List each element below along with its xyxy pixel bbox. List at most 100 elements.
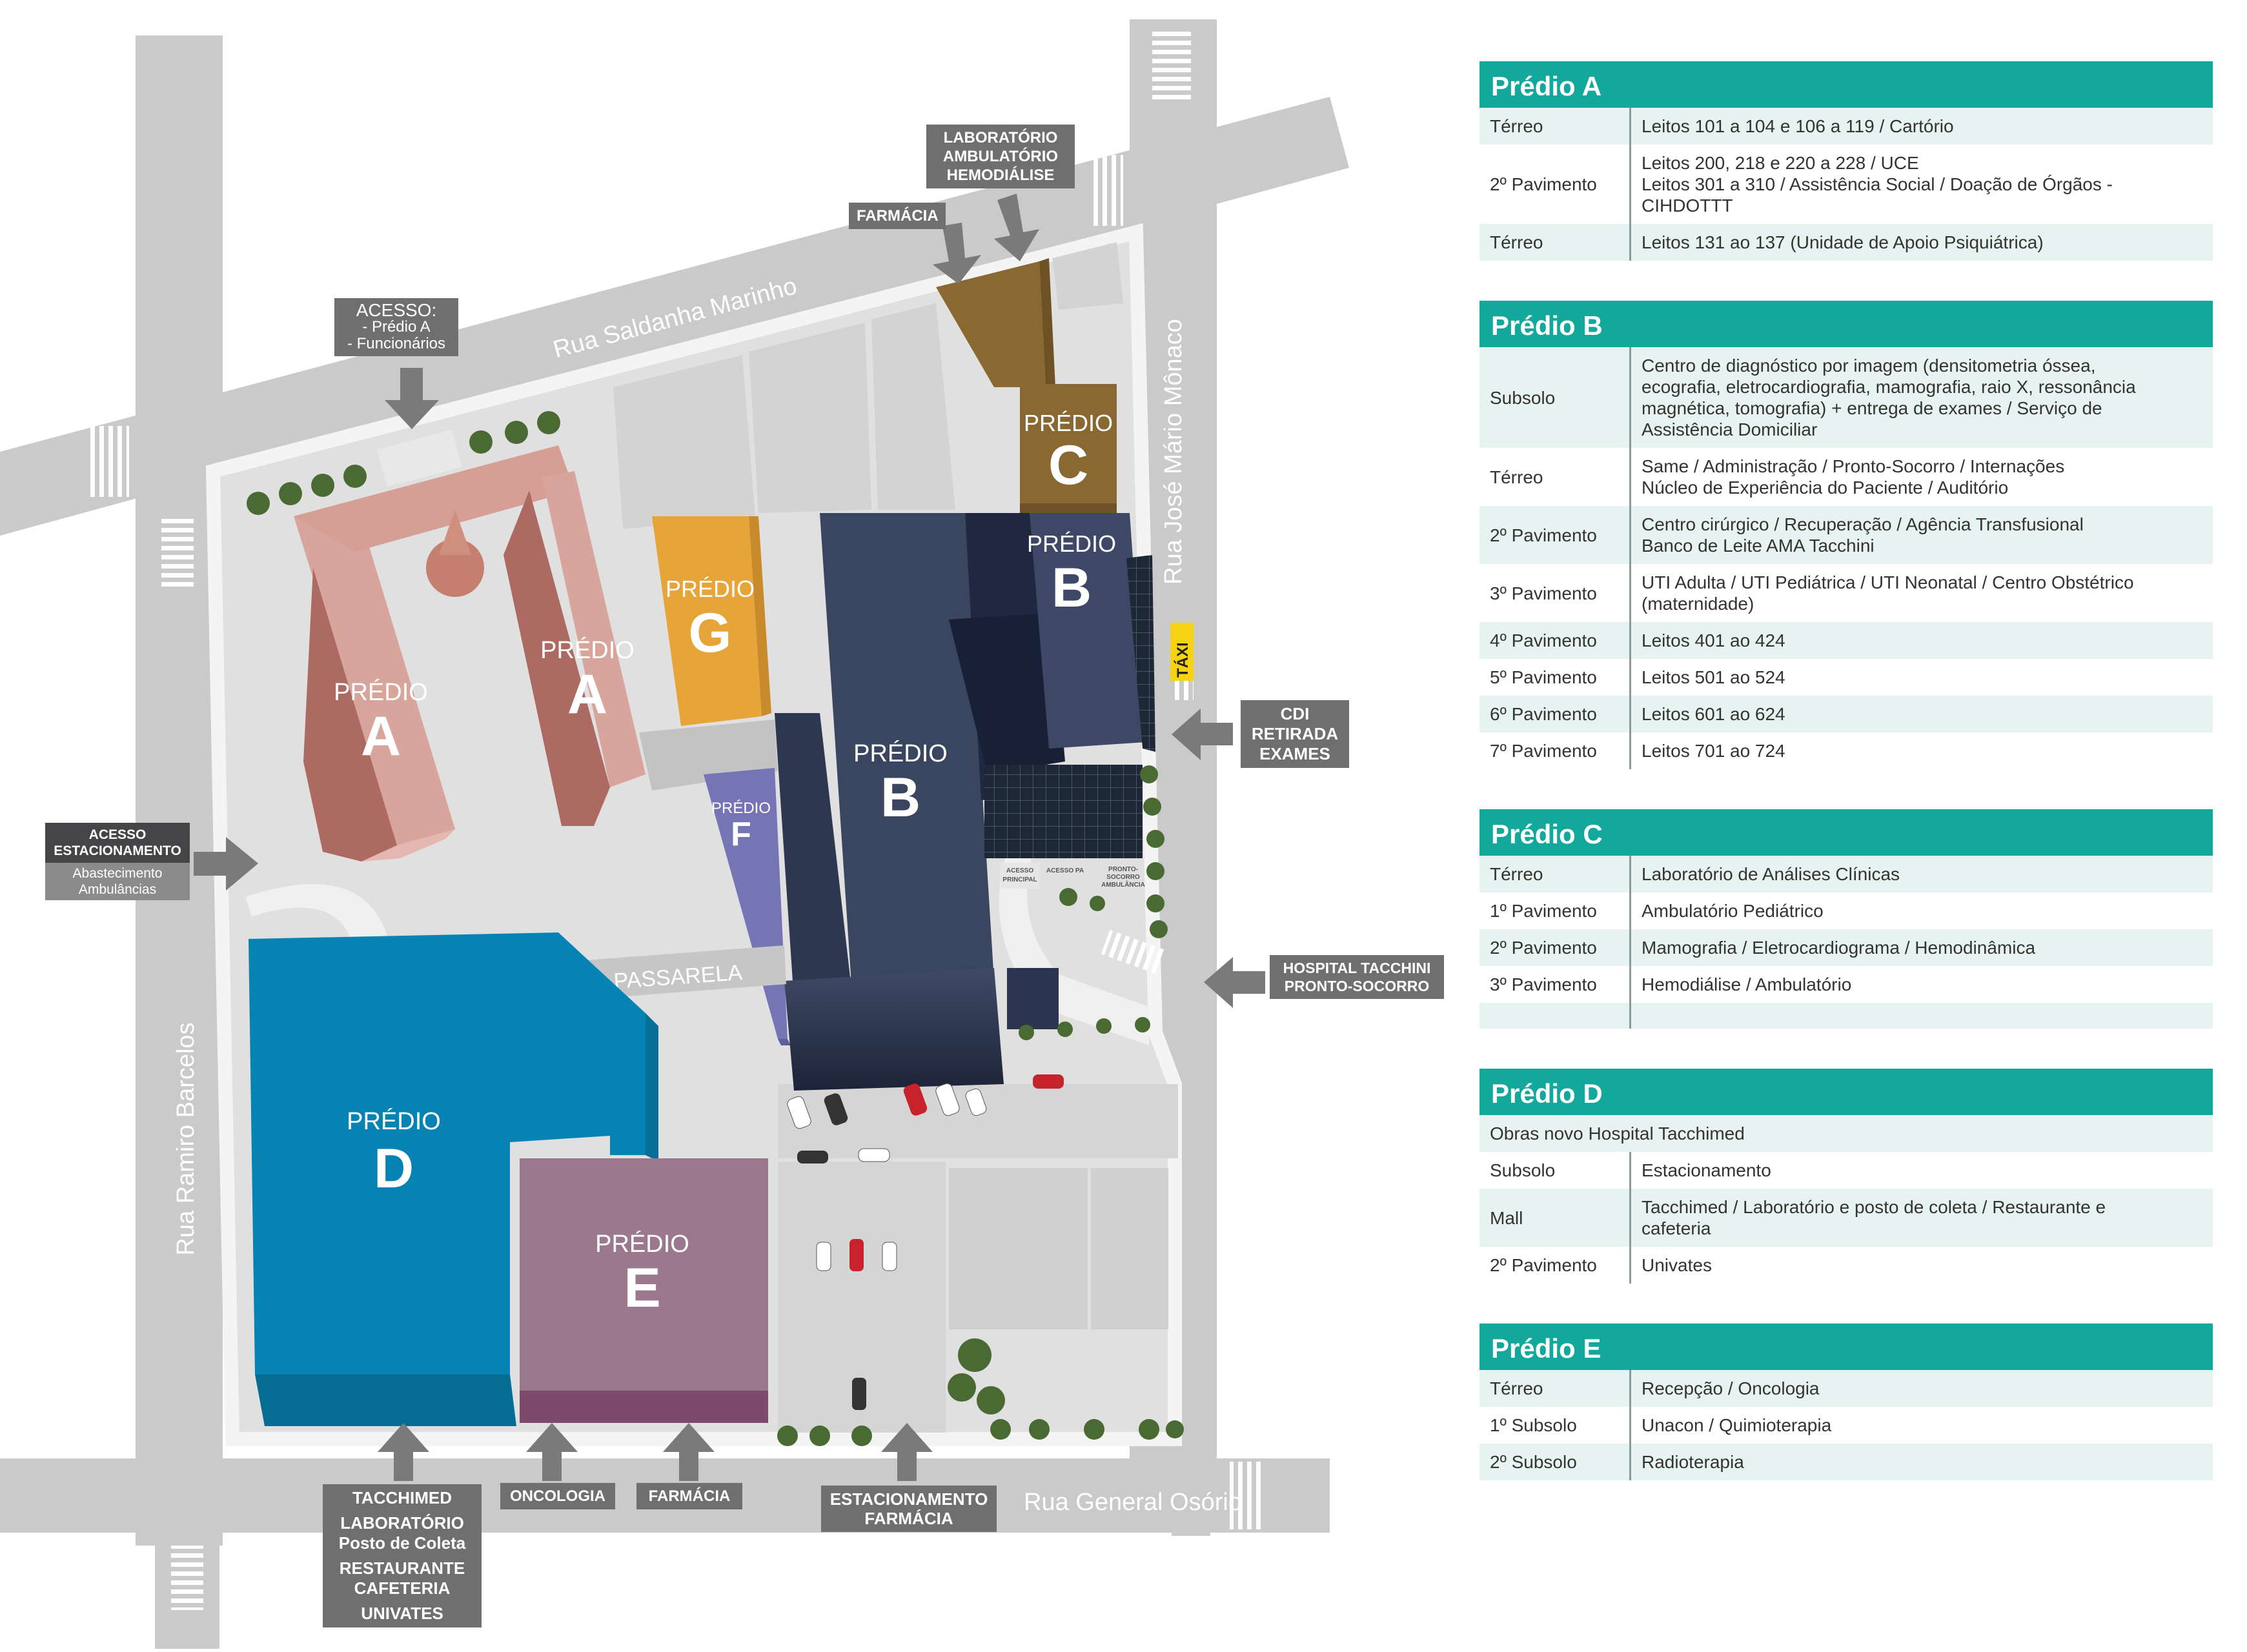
panel-title: Prédio D <box>1479 1069 2213 1115</box>
sign-text: TACCHIMED <box>352 1488 452 1507</box>
cars <box>787 1074 1064 1410</box>
panel-title: Prédio B <box>1479 301 2213 347</box>
ps-amb-1: PRONTO- <box>1108 866 1138 873</box>
floor-description: Tacchimed / Laboratório e posto de colet… <box>1630 1189 2213 1247</box>
sign-text: EXAMES <box>1259 744 1330 763</box>
tree <box>279 482 302 505</box>
car <box>849 1239 864 1271</box>
arrow-left-icon <box>1172 709 1233 760</box>
taxi-checker <box>1170 681 1194 700</box>
sign-text: ACESSO <box>88 827 147 842</box>
tree <box>1143 798 1161 816</box>
description-line: Banco de Leite AMA Tacchini <box>1642 536 1875 556</box>
table-row: Obras novo Hospital Tacchimed <box>1479 1115 2213 1152</box>
predio-b-small-label: PRÉDIO <box>1027 530 1116 557</box>
tree <box>977 1386 1005 1415</box>
description-line: Leitos 101 a 104 e 106 a 119 / Cartório <box>1642 116 1954 136</box>
sign-line: - Prédio A <box>362 318 431 336</box>
predio-a-letter: A <box>361 705 401 767</box>
predio-a-left-wing-side <box>303 568 397 861</box>
sign-text: Posto de Coleta <box>338 1533 466 1553</box>
trees <box>247 411 1184 1446</box>
predio-d-side <box>646 1013 658 1162</box>
predio-a-right-wing-roof <box>542 471 646 787</box>
description-line: Núcleo de Experiência do Paciente / Audi… <box>1642 478 2009 498</box>
floor-name: Térreo <box>1479 856 1631 892</box>
arrow-down-icon <box>933 223 981 284</box>
predio-f-lower <box>778 1039 791 1045</box>
arrow-down-icon <box>994 194 1039 261</box>
floor-description: Radioterapia <box>1630 1444 2213 1480</box>
floor-description: Centro cirúrgico / Recuperação / Agência… <box>1630 506 2213 564</box>
arrow-right-icon <box>194 837 258 891</box>
tree <box>1150 920 1168 938</box>
pedestrian-crossing <box>1101 929 1165 974</box>
tree <box>1139 1419 1159 1440</box>
car <box>787 1096 811 1129</box>
sign-text: CAFETERIA <box>354 1578 451 1598</box>
description-line: Leitos 131 ao 137 (Unidade de Apoio Psiq… <box>1642 232 2044 252</box>
tree <box>851 1425 872 1446</box>
predio-d-front <box>255 1375 516 1426</box>
tree <box>809 1425 830 1446</box>
predio-a[interactable] <box>294 429 646 861</box>
tree <box>1090 896 1105 911</box>
sign-text: HEMODIÁLISE <box>946 166 1055 184</box>
predio-c-side <box>1039 258 1055 387</box>
tree <box>1146 894 1164 912</box>
description-line: Laboratório de Análises Clínicas <box>1642 864 1900 884</box>
predio-c-letter: C <box>1048 434 1088 496</box>
arrows <box>194 194 1265 1481</box>
floor-name: 2º Pavimento <box>1479 145 1631 224</box>
acesso-principal-2: PRINCIPAL <box>1002 876 1037 883</box>
parking-lot <box>949 1168 1088 1329</box>
predio-b-left-block <box>775 713 852 1000</box>
predio-e[interactable] <box>520 1158 768 1423</box>
predio-b[interactable] <box>775 513 1155 1091</box>
predio-g[interactable] <box>652 516 771 726</box>
sign-text: CDI <box>1280 704 1310 723</box>
sign-text: LABORATÓRIO <box>340 1513 464 1533</box>
description-line: Univates <box>1642 1255 1712 1275</box>
crosswalk <box>1091 155 1123 226</box>
arrow-up-icon <box>663 1423 715 1481</box>
access-driveway <box>245 884 387 942</box>
predio-d[interactable] <box>249 932 658 1426</box>
predio-b-entrance-block <box>1007 968 1059 1029</box>
tree <box>469 430 493 454</box>
floor-name: Subsolo <box>1479 347 1631 448</box>
sign-cdi-retirada-exames: CDI RETIRADA EXAMES <box>1241 700 1349 768</box>
predio-a-label-2: PRÉDIO <box>540 636 635 664</box>
street-name-jose: Rua José Mário Mônaco <box>1160 319 1187 585</box>
sign-text: FARMÁCIA <box>864 1509 953 1528</box>
predio-c[interactable] <box>936 258 1117 513</box>
tree <box>777 1425 798 1446</box>
tree <box>1146 830 1164 848</box>
description-line: Leitos 701 ao 724 <box>1642 741 1785 761</box>
description-line: Leitos 301 a 310 / Assistência Social / … <box>1642 174 2113 194</box>
description-line: Recepção / Oncologia <box>1642 1378 1820 1398</box>
car <box>965 1088 987 1116</box>
panel-title: Prédio C <box>1479 809 2213 856</box>
description-line: Leitos 200, 218 e 220 a 228 / UCE <box>1642 153 1919 173</box>
predio-f-label: PRÉDIO <box>711 800 771 817</box>
description-line: Assistência Domiciliar <box>1642 419 1818 439</box>
crosswalk <box>171 1546 203 1610</box>
predio-b-label: PRÉDIO <box>853 740 948 767</box>
ps-amb-2: SOCORRO <box>1106 874 1140 881</box>
floor-name: 2º Pavimento <box>1479 506 1631 564</box>
sign-line: Ambulâncias <box>78 882 157 897</box>
sign-title: ACESSO: <box>356 300 437 320</box>
description-line: Ambulatório Pediátrico <box>1642 901 1824 921</box>
car <box>816 1242 831 1271</box>
